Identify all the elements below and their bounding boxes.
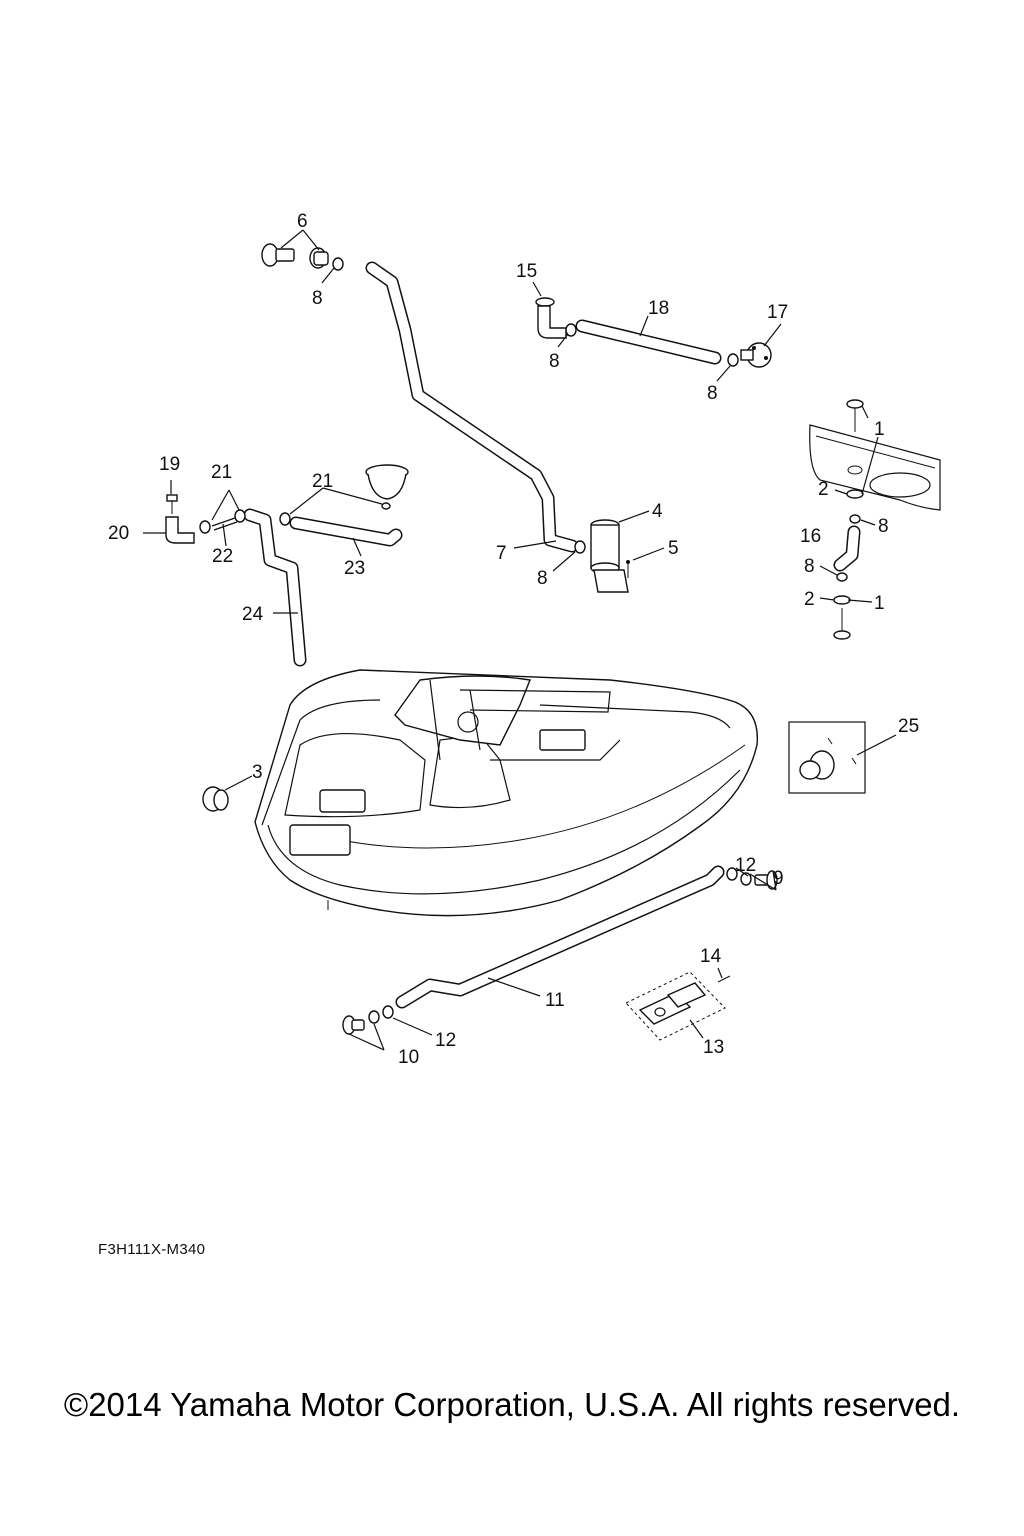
clamp-8-top xyxy=(332,257,344,271)
tube-11 xyxy=(395,865,725,1009)
fitting-17 xyxy=(740,342,772,368)
callout-8-c: 8 xyxy=(707,383,718,404)
copyright-notice: ©2014 Yamaha Motor Corporation, U.S.A. A… xyxy=(63,1386,961,1423)
callout-8-e: 8 xyxy=(804,556,815,577)
filter-4 xyxy=(590,519,629,593)
callout-19: 19 xyxy=(159,454,180,475)
hose-7 xyxy=(365,261,579,553)
callout-2-b: 2 xyxy=(804,589,815,610)
callout-9: 9 xyxy=(773,868,784,889)
callout-25: 25 xyxy=(898,716,919,737)
callout-8-f: 8 xyxy=(537,568,548,589)
callout-labels: 6 8 15 18 17 8 8 1 19 21 21 2 4 8 20 16 … xyxy=(108,211,919,1068)
callout-10: 10 xyxy=(398,1047,419,1068)
washer-2-top xyxy=(846,489,864,499)
hose-16 xyxy=(833,525,861,572)
callout-8-b: 8 xyxy=(549,351,560,372)
callout-3: 3 xyxy=(252,762,263,783)
fitting-6-right xyxy=(309,247,329,269)
callout-24: 24 xyxy=(242,604,264,625)
washer-2-bottom xyxy=(833,595,851,605)
callout-13: 13 xyxy=(703,1037,724,1058)
callout-20: 20 xyxy=(108,523,129,544)
clamp-8-deck-bottom xyxy=(836,572,848,582)
callout-4: 4 xyxy=(652,501,663,522)
leader-lines xyxy=(143,229,897,1051)
nut-12-left xyxy=(382,1005,394,1019)
callout-15: 15 xyxy=(516,261,537,282)
inset-25 xyxy=(788,721,866,794)
callout-21-b: 21 xyxy=(312,471,333,492)
callout-18: 18 xyxy=(648,298,669,319)
callout-14: 14 xyxy=(700,946,722,967)
deck-section xyxy=(809,424,941,511)
callout-2-a: 2 xyxy=(818,479,829,500)
fitting-10 xyxy=(342,1010,380,1035)
plug-3 xyxy=(202,786,229,812)
bowl-21 xyxy=(365,464,409,510)
screw-1-bottom xyxy=(833,608,851,640)
callout-8-a: 8 xyxy=(312,288,323,309)
callout-23: 23 xyxy=(344,558,365,579)
diagram-code: F3H111X-M340 xyxy=(98,1241,206,1258)
bracket-13 xyxy=(625,971,726,1041)
callout-16: 16 xyxy=(800,526,821,547)
screw-5 xyxy=(626,560,630,578)
joint-22 xyxy=(211,517,238,531)
nut-12-right xyxy=(726,867,738,881)
callout-11: 11 xyxy=(545,990,565,1011)
elbow-15 xyxy=(535,297,567,339)
fitting-9 xyxy=(740,870,778,890)
fitting-6-left xyxy=(261,243,295,267)
callout-5: 5 xyxy=(668,538,679,559)
callout-1-a: 1 xyxy=(874,419,885,440)
screw-1-top xyxy=(846,399,864,432)
callout-1-b: 1 xyxy=(874,593,885,614)
clamps-21 xyxy=(199,509,291,534)
screw-19 xyxy=(166,494,178,514)
hose-23 xyxy=(289,516,403,547)
elbow-20 xyxy=(165,516,195,544)
clamp-8-deck-top xyxy=(849,514,861,524)
callout-22: 22 xyxy=(212,546,233,567)
hose-18 xyxy=(575,319,722,365)
callout-17: 17 xyxy=(767,302,788,323)
screw-14 xyxy=(717,975,731,983)
callout-7: 7 xyxy=(496,543,507,564)
hose-24 xyxy=(243,508,307,667)
callout-8-d: 8 xyxy=(878,516,889,537)
callout-12-b: 12 xyxy=(435,1030,456,1051)
callout-21-a: 21 xyxy=(211,462,232,483)
clamp-8-17 xyxy=(727,353,739,367)
callout-12-a: 12 xyxy=(735,855,756,876)
callout-6: 6 xyxy=(297,211,308,232)
clamp-8-filter xyxy=(574,540,586,554)
clamp-8-15 xyxy=(565,323,577,337)
boat-hull xyxy=(254,669,759,917)
